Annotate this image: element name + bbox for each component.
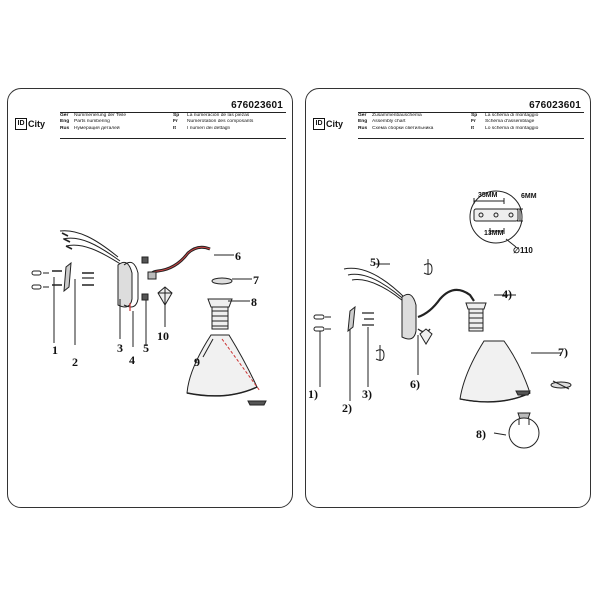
part-label: 5) [370, 255, 380, 269]
part-label: 3 [117, 341, 123, 355]
part-label: 5 [143, 341, 149, 355]
lamp-socket-illustration [465, 302, 487, 332]
light-bulb-illustration [508, 412, 540, 449]
part-label: 1) [308, 387, 318, 401]
part-label: 7 [253, 273, 259, 287]
part-label: 8) [476, 427, 486, 441]
product-code: 676023601 [529, 100, 581, 111]
header-top-rule [60, 112, 286, 113]
screw-hook-illustration [423, 259, 433, 275]
lamp-shade-illustration [186, 334, 267, 406]
part-label: 4 [129, 353, 135, 367]
brand-name: City [28, 119, 46, 129]
part-label: 7) [558, 345, 568, 359]
header-bottom-rule [60, 138, 286, 139]
wall-bracket-illustration [401, 293, 417, 340]
wires-illustration [59, 230, 123, 266]
curved-arm-illustration [417, 288, 475, 319]
part-label: 3) [362, 387, 372, 401]
brand-logo: ID City [15, 118, 45, 130]
part-label: 9 [194, 355, 200, 369]
leader-lines [319, 263, 561, 436]
dimension-height: 6MM [521, 193, 537, 200]
screw-anchors-illustration [313, 314, 331, 332]
assembly-drawing [313, 190, 572, 449]
nut-illustration [141, 256, 149, 264]
plate-illustration [63, 261, 72, 293]
dimension-width-b: 13MM [484, 230, 504, 237]
brand-logo-icon: ID [15, 118, 27, 130]
part-label: 4) [502, 287, 512, 301]
wall-bracket-illustration [117, 261, 133, 308]
plate-illustration [347, 305, 356, 333]
part-label: 6) [410, 377, 420, 391]
lamp-socket-illustration [207, 298, 233, 330]
part-label: 8 [251, 295, 257, 309]
mounting-screws-illustration [52, 270, 94, 286]
nut-illustration [141, 293, 149, 301]
brand-logo: ID City [313, 118, 343, 130]
part-label: 2) [342, 401, 352, 415]
brand-name: City [326, 119, 344, 129]
part-label: 10 [157, 329, 169, 343]
header-bottom-rule [358, 138, 584, 139]
dimension-width-a: 35MM [478, 192, 498, 199]
exploded-parts-drawing [31, 230, 267, 406]
header-top-rule [358, 112, 584, 113]
screw-hook-illustration [375, 345, 385, 361]
product-code: 676023601 [231, 100, 283, 111]
dimension-diameter: ∅110 [513, 246, 533, 255]
part-label: 6 [235, 249, 241, 263]
nut-cap-illustration [515, 390, 531, 396]
part-label: 1 [52, 343, 58, 357]
part-label: 2 [72, 355, 78, 369]
wires-illustration [343, 267, 411, 308]
crystal-pendant-illustration [419, 328, 433, 345]
leader-lines [53, 254, 252, 358]
bracket-detail-illustration [469, 190, 523, 248]
mounting-screws-illustration [362, 312, 374, 326]
screw-anchors-illustration [31, 270, 49, 290]
brand-logo-icon: ID [313, 118, 325, 130]
shade-ring-illustration [211, 277, 233, 285]
